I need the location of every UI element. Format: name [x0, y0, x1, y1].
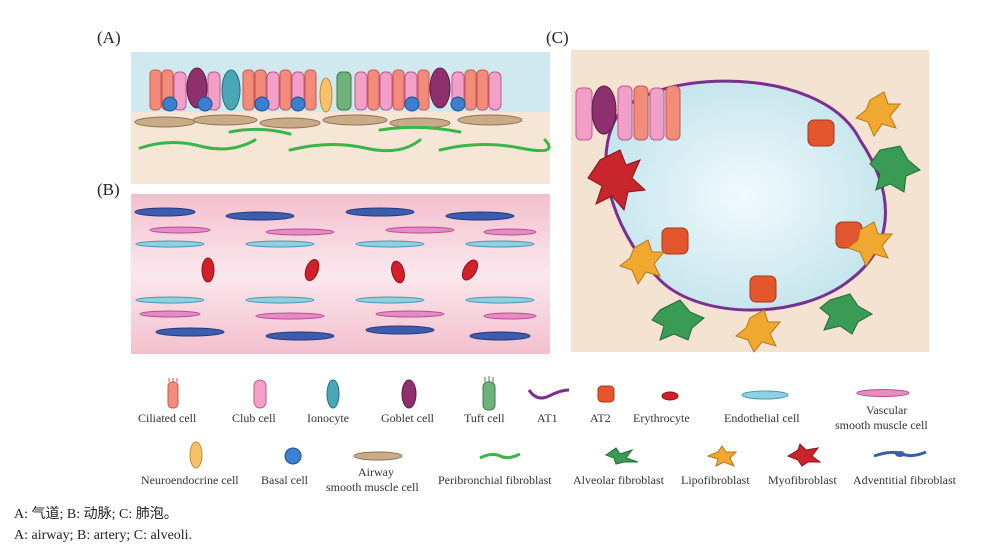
legend-basal-label: Basal cell [261, 473, 308, 487]
legend-goblet-label: Goblet cell [381, 411, 434, 425]
artery-vascular-smooth-muscle [139, 226, 537, 320]
myofibroblast-cell [587, 149, 647, 212]
legend-adventitial-label: Adventitial fibroblast [853, 473, 956, 487]
peribronchial-fibroblasts [138, 125, 551, 153]
caption-chinese: A: 气道; B: 动脉; C: 肺泡。 [14, 507, 178, 522]
panel-c-alveoli [571, 50, 929, 353]
airway-smooth-muscle [134, 114, 523, 129]
panel-a-airway [131, 52, 551, 184]
panel-a-label: (A) [97, 28, 121, 47]
legend-goblet-icon [401, 379, 417, 409]
artery-wall [131, 194, 550, 354]
legend-peribronchial-icon [479, 452, 521, 460]
legend-alveolar-fib-icon [604, 447, 639, 465]
legend-vascular-smc-label-1: Vascular [866, 403, 908, 417]
legend-at2-label: AT2 [590, 411, 611, 425]
legend-airway-smc-label-2: smooth muscle cell [326, 480, 419, 494]
artery-endothelial-cells [135, 240, 535, 304]
legend-ciliated-label: Ciliated cell [138, 411, 197, 425]
panel-c-label: (C) [546, 28, 569, 47]
alveolar-airway-cells [575, 85, 681, 141]
at1-lining [604, 79, 887, 312]
legend-neuroendocrine-icon [189, 441, 203, 469]
legend-erythrocyte-icon [661, 391, 679, 401]
legend-adventitial-icon [873, 450, 927, 458]
panel-b-artery [131, 194, 550, 354]
alveolar-fibroblast-cells [651, 145, 921, 341]
legend-vascular-smc-icon [856, 389, 910, 397]
legend-lipofibroblast-label: Lipofibroblast [681, 473, 750, 487]
legend-airway-smc-icon [353, 451, 403, 461]
caption-english: A: airway; B: artery; C: alveoli. [14, 528, 193, 543]
panel-b-label: (B) [97, 180, 120, 199]
legend-endothelial-icon [741, 390, 789, 400]
legend-ionocyte-label: Ionocyte [307, 411, 349, 425]
artery-erythrocytes [201, 257, 479, 284]
legend-ionocyte-icon [326, 379, 340, 409]
legend-at1-icon [527, 388, 570, 400]
legend-tuft-label: Tuft cell [464, 411, 505, 425]
airway-basal-cells [162, 96, 466, 112]
legend-airway-smc-label-1: Airway [358, 465, 394, 479]
legend-basal-icon [284, 447, 302, 465]
legend-lipofibroblast-icon [706, 445, 738, 467]
legend-peribronchial-label: Peribronchial fibroblast [438, 473, 552, 487]
legend-tuft-icon [482, 376, 496, 411]
legend-ciliated-icon [167, 378, 179, 409]
legend-at1-label: AT1 [537, 411, 558, 425]
lipofibroblast-cells [618, 91, 902, 353]
legend-myofibroblast-icon [786, 443, 822, 467]
legend-club-label: Club cell [232, 411, 276, 425]
legend-club-icon [253, 379, 267, 409]
legend-vascular-smc-label-2: smooth muscle cell [835, 418, 928, 432]
artery-adventitial-fibroblasts [134, 207, 531, 341]
legend-erythrocyte-label: Erythrocyte [633, 411, 690, 425]
legend-endothelial-label: Endothelial cell [724, 411, 800, 425]
legend-at2-icon [597, 385, 615, 403]
legend-neuroendocrine-label: Neuroendocrine cell [141, 473, 239, 487]
legend-alveolar-fib-label: Alveolar fibroblast [573, 473, 664, 487]
legend-myofibroblast-label: Myofibroblast [768, 473, 837, 487]
